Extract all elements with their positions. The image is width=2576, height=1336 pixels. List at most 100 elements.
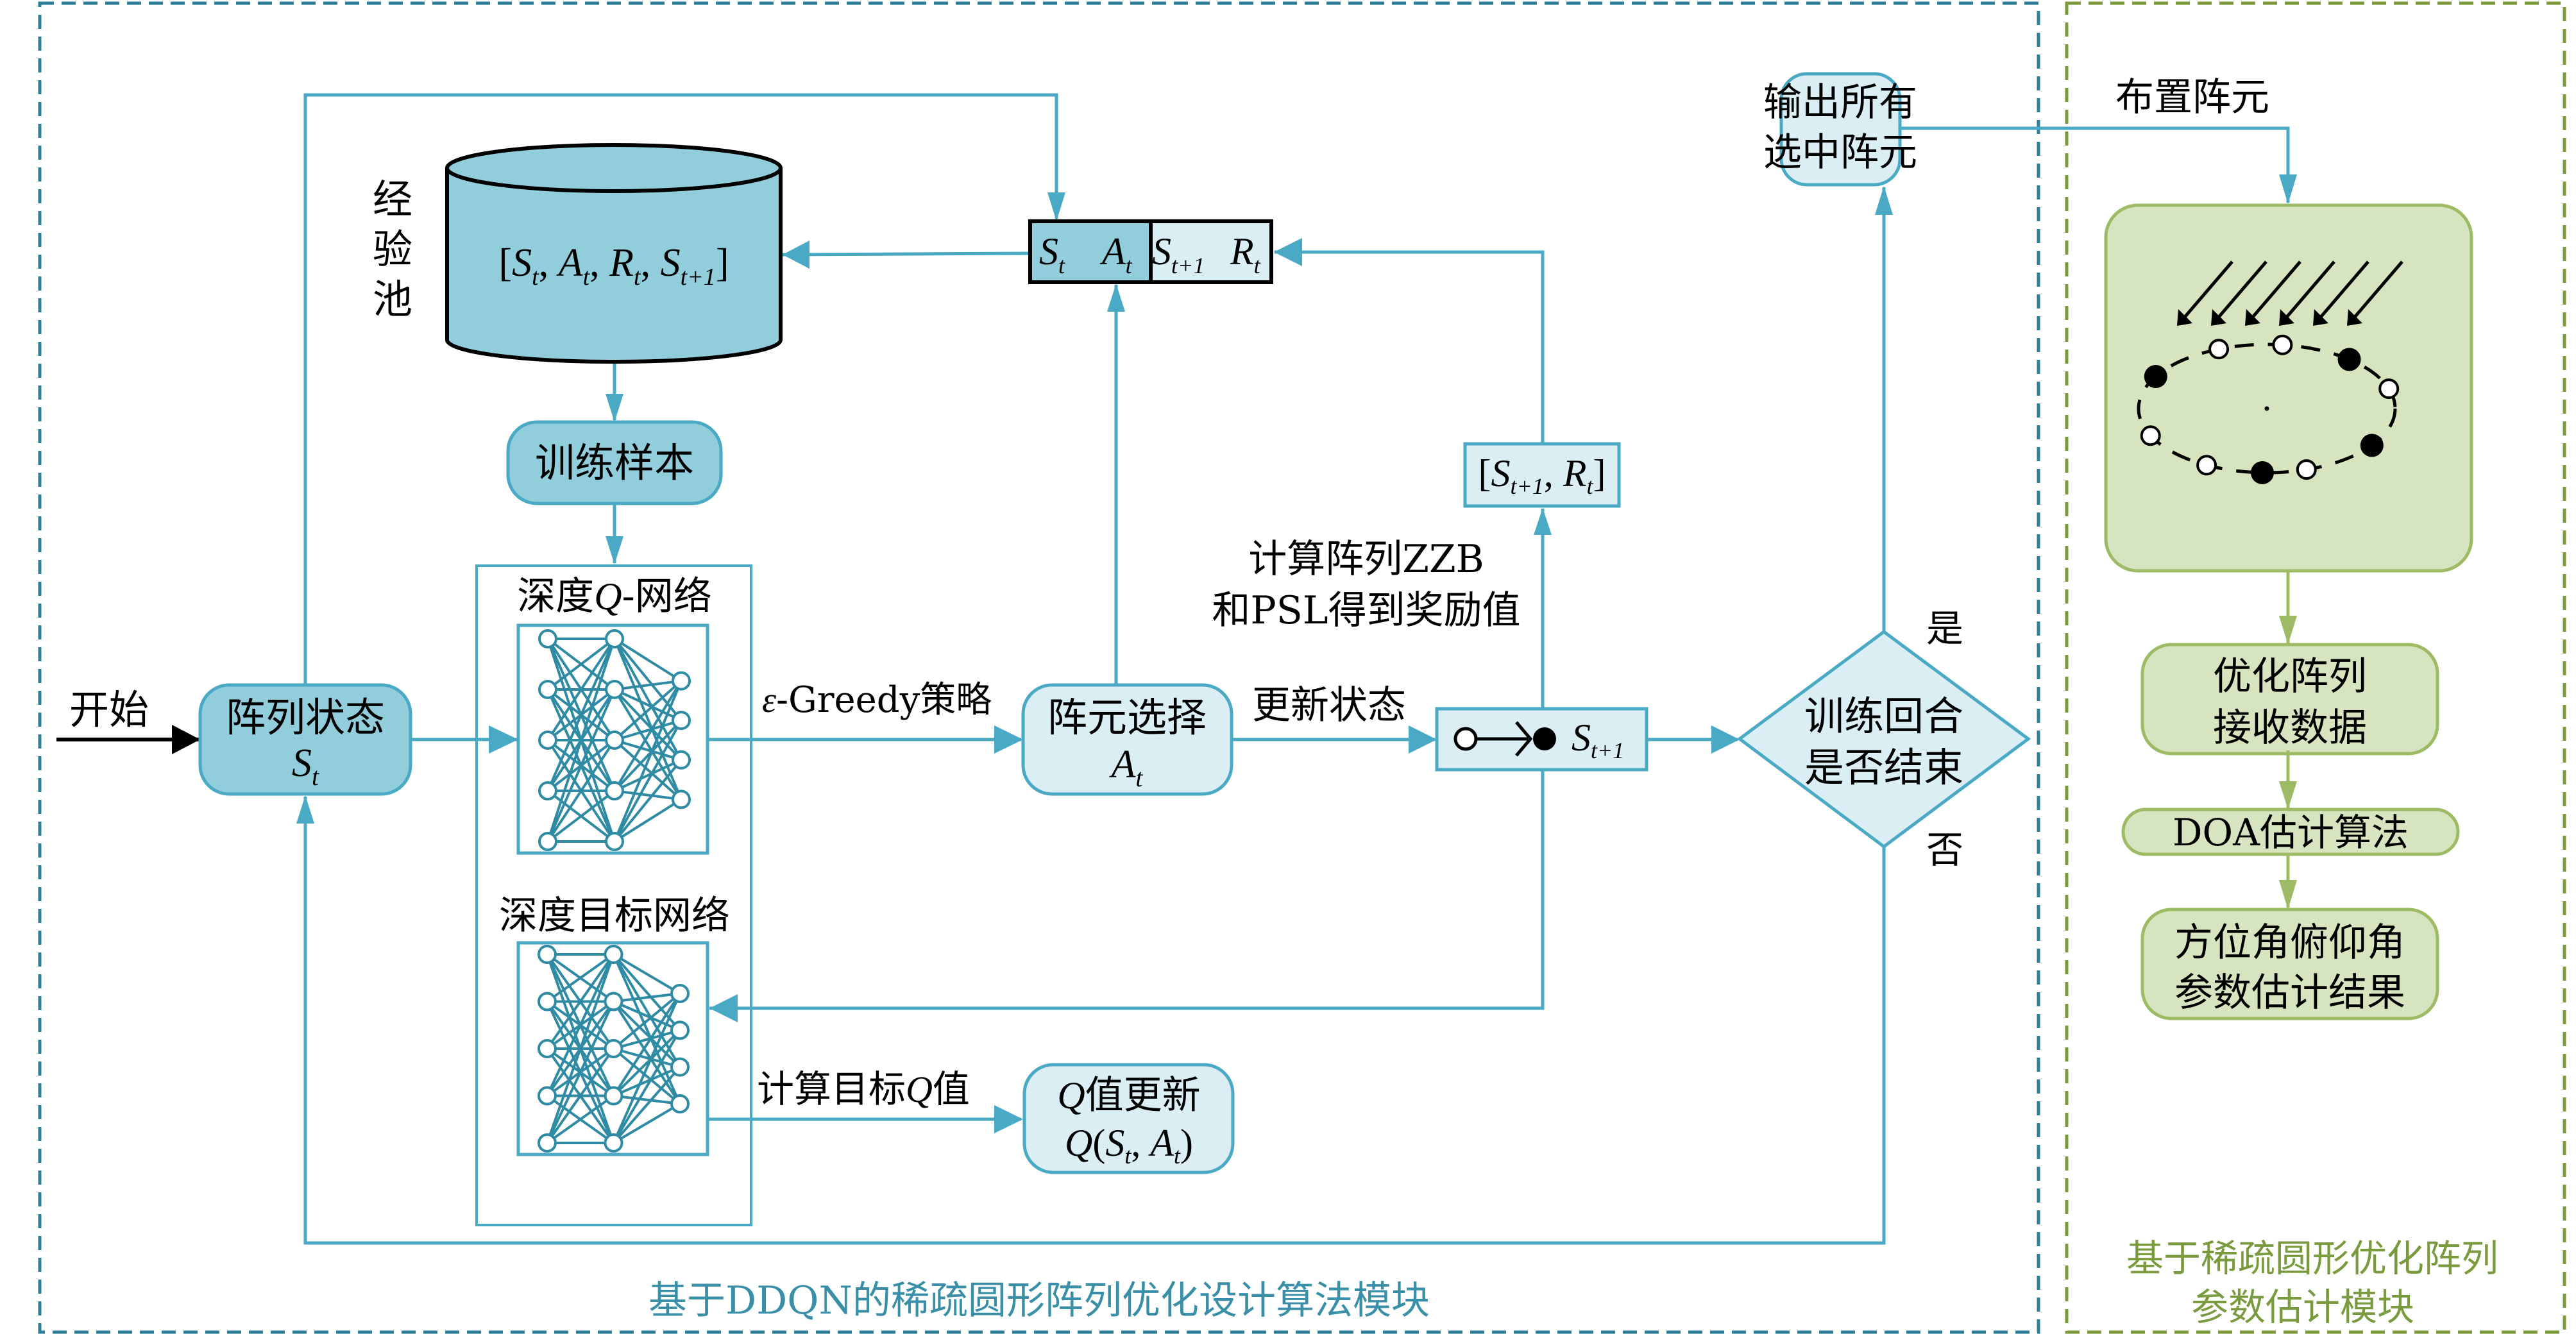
pool-side-label-2: 验 [373,226,412,273]
neuron-node [670,1057,690,1077]
q-network-title: 深度Q-网络 [517,574,712,619]
doa-label: DOA估计算法 [2173,811,2409,854]
unselected-array-element [2378,378,2400,400]
network-connection [546,1094,614,1144]
transition-record[interactable]: St At St+1 Rt [1028,219,1273,284]
reward-label-line2: 和PSL得到奖励值 [1212,588,1520,633]
selected-array-element [2144,365,2167,388]
transition-st: St [1039,230,1065,278]
network-connection [546,1001,615,1144]
sparse-array-node[interactable] [2104,203,2473,573]
pool-side-label-3: 池 [373,276,412,323]
optimized-array-line1: 优化阵列 [2213,654,2367,699]
network-connection [547,638,616,791]
network-connection [613,1065,681,1097]
arrowhead-transition-bottom [1107,283,1125,312]
neuron-node [605,832,624,851]
network-connection [613,953,681,995]
neuron-node [670,1094,690,1113]
connectors [56,93,2290,1245]
unselected-array-element [2272,334,2293,355]
output-line2: 选中阵元 [1763,130,1917,175]
q-update-line1: Q值更新 [1057,1073,1200,1118]
neuron-node [604,1133,623,1153]
neuron-node [672,711,691,731]
action-node[interactable]: 阵元选择 At [1021,683,1233,796]
incident-signals [2177,260,2403,326]
optimized-array-node[interactable]: 优化阵列 接收数据 [2140,643,2439,756]
network-connection [613,680,682,741]
selected-array-element [2251,461,2275,484]
training-sample-node[interactable]: 训练样本 [506,420,723,505]
neuron-node [670,984,690,1004]
network-connection [612,992,681,1097]
neuron-node [670,1020,690,1040]
q-update-node[interactable]: Q值更新 Q(St, At) [1022,1063,1235,1174]
neuron-node [605,680,624,699]
neuron-node [604,1039,623,1058]
network-connection [547,638,616,842]
arrowhead-receive [2279,616,2297,645]
network-connection [546,954,615,1144]
network-connection [546,953,615,1050]
reward-label-line1: 计算阵列ZZB [1248,537,1484,582]
arrowhead-decision [1711,725,1740,754]
neuron-node [538,1039,557,1058]
incident-signal-arrowhead [2279,309,2294,326]
arrowhead-transition-top [1047,192,1065,221]
network-connection [614,719,682,741]
neuron-node [538,945,557,964]
q-update-line2: Q(St, At) [1065,1122,1193,1169]
neuron-node [538,629,557,648]
state-node[interactable]: 阵列状态 St [198,683,412,796]
decision-line1: 训练回合 [1804,693,1963,740]
array-ring [2137,342,2397,475]
state-node-symbol: St [292,741,319,791]
transition-arrow-head-icon [1515,721,1533,757]
neuron-node [538,680,557,699]
transition-rt: Rt [1230,230,1261,278]
network-connection [613,720,682,842]
incident-signal-arrow [2249,260,2301,321]
arrowhead-transition-right [1274,238,1302,266]
next-reward-node[interactable]: [St+1, Rt] [1463,442,1621,508]
neuron-node [538,1086,557,1106]
network-connection [613,739,682,800]
arrowhead-qnet-left [489,725,518,754]
output-node[interactable]: 输出所有 选中阵元 [1763,72,1917,187]
neuron-node [605,731,624,750]
decision-node[interactable]: 训练回合 是否结束 [1736,629,2031,849]
arrowhead-update [1409,725,1437,754]
arrowhead-output [1875,186,1893,215]
next-reward-tuple: [St+1, Rt] [1479,452,1606,499]
arrowheads [172,174,2297,1133]
start-arrowhead [172,725,200,754]
right-module-caption-line1: 基于稀疏圆形优化阵列 [2126,1237,2498,1280]
optimized-array-line2: 接收数据 [2213,706,2367,750]
transition-st1: St+1 [1152,230,1205,278]
arrowhead-result [2279,880,2297,909]
place-elements-label: 布置阵元 [2115,75,2269,120]
unselected-element-icon [1453,727,1478,751]
arrowhead-qnet-top [606,536,623,564]
doa-node[interactable]: DOA估计算法 [2121,808,2460,856]
incident-signal-arrowhead [2313,309,2328,326]
pool-tuple: [St, At, Rt, St+1] [499,241,729,291]
network-connection [614,790,682,801]
incident-signal-arrow [2317,260,2369,321]
network-connection [613,688,682,800]
network-connection [614,739,682,761]
arrowhead-target [709,994,738,1022]
network-connection [612,993,681,1144]
network-connection [613,688,682,761]
state-update-node[interactable]: St+1 [1435,707,1648,772]
network-connection [547,790,616,843]
neuron-node [672,671,691,691]
neuron-node [605,629,624,648]
result-node[interactable]: 方位角俯仰角 参数估计结果 [2140,908,2439,1020]
network-connection [614,688,682,722]
policy-label: ε-Greedy策略 [762,679,992,721]
decision-line2: 是否结束 [1804,744,1963,791]
incident-signal-arrow [2351,260,2403,321]
